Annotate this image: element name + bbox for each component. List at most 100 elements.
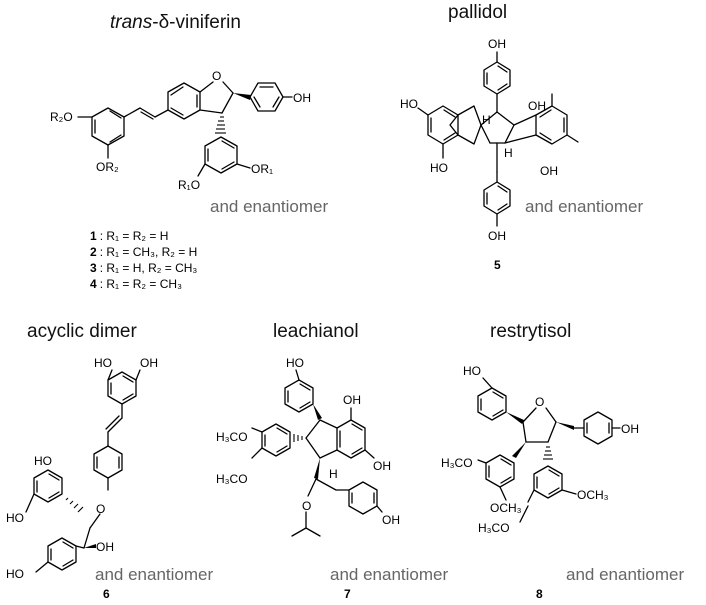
bond <box>319 449 338 459</box>
oh-label: OH <box>96 540 114 554</box>
wedge-bond <box>233 93 251 100</box>
substituent-row: 1: R₁ = R₂ = H <box>90 229 168 243</box>
vinyl-bond <box>123 107 141 118</box>
h-label: H <box>504 146 513 160</box>
leachianol-enantiomer: and enantiomer <box>330 565 448 584</box>
ho-label: HO <box>94 356 112 370</box>
bond <box>251 427 263 433</box>
bond <box>504 124 515 144</box>
ether-o-label: O <box>96 502 105 516</box>
hash-bond <box>65 497 84 513</box>
ring-bond <box>284 379 314 413</box>
ring-bond <box>91 107 125 146</box>
bond <box>561 489 577 495</box>
ring-double-bond <box>351 423 363 431</box>
ring-bond <box>204 136 238 174</box>
h3co-label: H₃CO <box>478 521 510 535</box>
hash-bond <box>215 116 226 134</box>
ring-double-bond <box>497 185 508 193</box>
bond <box>545 407 557 423</box>
substituent-row: 4: R₁ = R₂ = CH₃ <box>90 277 182 291</box>
pallidol-panel: pallidol OH H H HO <box>400 2 643 272</box>
ho-label: HO <box>6 567 24 581</box>
oh-label: OH <box>621 422 639 436</box>
ring-double-bond <box>48 491 60 499</box>
leachianol-structure: HO OH OH H <box>216 356 400 537</box>
ring-bond <box>477 387 507 421</box>
oh-label: OH <box>382 513 400 527</box>
bond <box>197 163 206 177</box>
or2-label: OR₂ <box>96 160 119 174</box>
ring-double-bond <box>443 109 456 118</box>
bond <box>75 545 85 549</box>
ring-double-bond <box>500 458 512 466</box>
furan-o-label: O <box>212 69 221 83</box>
ring-double-bond <box>492 391 504 399</box>
bond <box>199 109 223 114</box>
bond <box>305 527 321 537</box>
och3-label: OCH₃ <box>490 501 522 515</box>
ether-o-label: O <box>302 499 311 513</box>
ring-double-bond <box>497 83 508 91</box>
ring-double-bond <box>548 487 560 495</box>
bond <box>522 407 537 423</box>
bond <box>315 478 337 491</box>
acyclic-structure: HO OH O HO HO <box>6 356 158 581</box>
pallidol-title: pallidol <box>448 2 507 23</box>
ring-double-bond <box>221 140 235 149</box>
acyclic-enantiomer: and enantiomer <box>95 565 213 584</box>
ring-double-bond <box>548 469 560 477</box>
restrytisol-structure: HO O OH <box>441 364 639 535</box>
oh-label: OH <box>488 37 506 51</box>
oh-label: OH <box>528 99 546 113</box>
h-label: H <box>482 113 491 127</box>
bond <box>107 369 113 381</box>
bond <box>236 163 251 169</box>
ring-double-bond <box>443 132 456 141</box>
restrytisol-title: restrytisol <box>490 321 571 342</box>
ring-double-bond <box>492 409 504 417</box>
ring-double-bond <box>497 203 508 211</box>
bond <box>89 513 101 529</box>
ring-double-bond <box>109 134 122 143</box>
oh-label: OH <box>488 229 506 243</box>
compound-number: 6 <box>103 587 110 601</box>
ring-double-bond <box>62 559 74 567</box>
bond <box>566 134 579 143</box>
ho-label: HO <box>430 161 448 175</box>
ring-bond <box>33 469 63 503</box>
ring-bond <box>336 419 366 459</box>
ring-double-bond <box>170 107 184 116</box>
bond <box>307 478 317 497</box>
ring-bond <box>348 481 378 515</box>
pallidol-enantiomer: and enantiomer <box>525 197 643 216</box>
bond <box>222 81 234 94</box>
ring-bond <box>485 454 515 488</box>
ring-bond <box>107 371 137 405</box>
bond <box>364 449 375 459</box>
r1o-label: R₁O <box>178 178 200 192</box>
ring-bond <box>261 423 291 457</box>
vinyl-double-bond <box>140 111 154 120</box>
h3co-label: H₃CO <box>441 456 473 470</box>
compound-number: 5 <box>494 258 501 272</box>
ring-double-bond <box>539 132 552 141</box>
compound-number: 8 <box>536 587 543 601</box>
oh-label: OH <box>293 91 311 105</box>
oh-label: OH <box>343 393 361 407</box>
restrytisol-panel: restrytisol HO O OH <box>441 321 684 601</box>
viniferin-panel: trans-δ-viniferin R₂O OR₂ O <box>50 12 328 291</box>
bond <box>305 419 321 439</box>
ho-label: HO <box>463 364 481 378</box>
ring-bond <box>583 411 613 445</box>
ring-double-bond <box>272 96 280 108</box>
ring-double-bond <box>122 393 134 401</box>
wedge-bond <box>84 544 96 548</box>
bond <box>35 561 49 573</box>
ring-double-bond <box>62 541 74 549</box>
bond <box>305 437 321 459</box>
vinyl-bond <box>107 417 123 433</box>
ring-double-bond <box>299 401 311 409</box>
r2o-label: R₂O <box>50 110 73 124</box>
